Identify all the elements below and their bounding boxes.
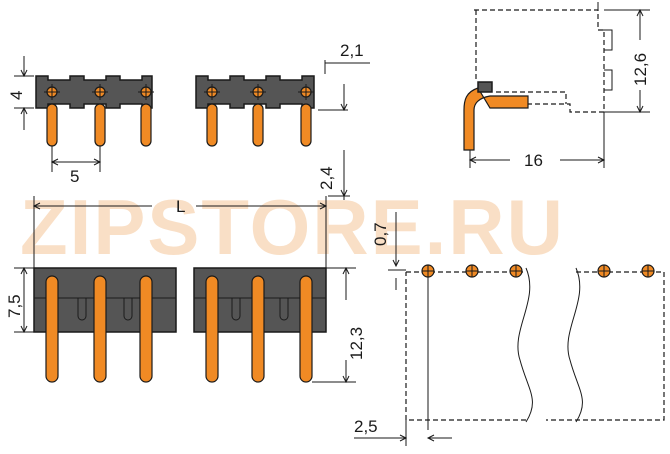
dim-pin-length: 12,3 [347, 327, 366, 360]
dim-hole-offset: 0,7 [371, 222, 390, 246]
top-view: 4 2,1 5 [7, 41, 370, 186]
side-view: 16 12,6 [463, 2, 650, 170]
dim-width-side: 16 [524, 151, 543, 170]
dim-offset-top: 2,1 [340, 41, 364, 60]
dim-length: L [176, 197, 185, 216]
dim-gap-side: 2,4 [317, 166, 336, 190]
dim-height-front: 7,5 [5, 294, 24, 318]
dim-height-side: 12,6 [631, 53, 650, 86]
watermark: ZIPSTORE.RU [20, 183, 565, 271]
pcb-layout: 0,7 2,5 [354, 212, 665, 446]
dim-hole-edge: 2,5 [354, 417, 378, 436]
front-view: 2,4 L [5, 150, 366, 384]
front-view-pins [45, 275, 313, 383]
dim-height-top: 4 [7, 91, 26, 100]
dim-pitch: 5 [70, 167, 79, 186]
top-view-pins [46, 103, 312, 147]
